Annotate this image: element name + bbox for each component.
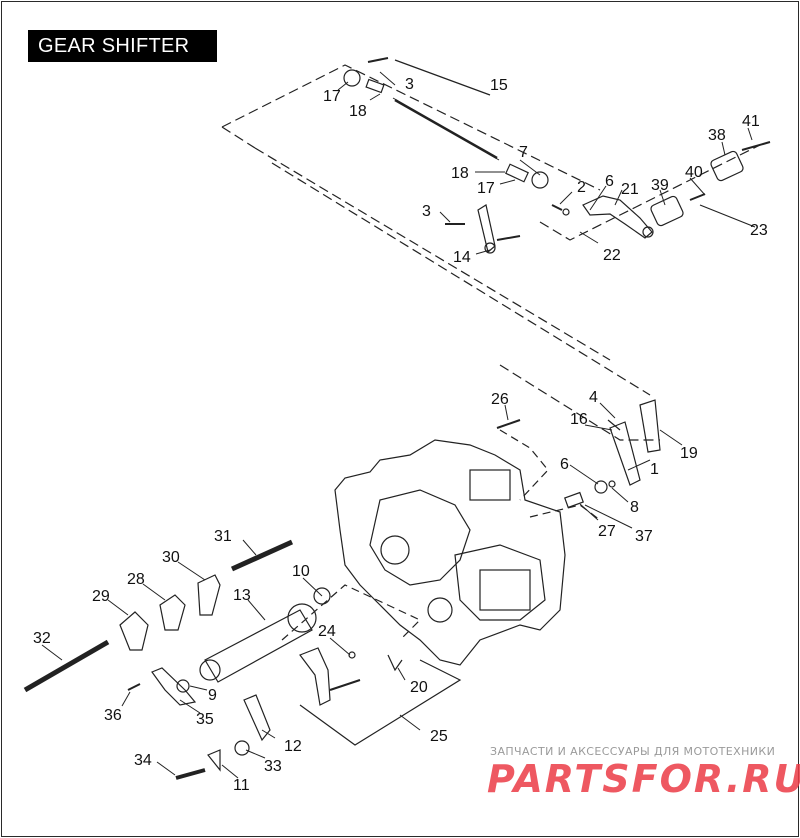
foot-peg-39 (650, 195, 684, 227)
callout-39: 39 (651, 177, 669, 194)
callout-35: 35 (196, 711, 214, 728)
callout-2: 2 (577, 179, 586, 196)
callout-22: 22 (603, 247, 621, 264)
diagram-title: GEAR SHIFTER (38, 35, 190, 57)
callout-27: 27 (598, 523, 616, 540)
callout-6a: 6 (605, 173, 614, 190)
callout-10: 10 (292, 563, 310, 580)
callout-26: 26 (491, 391, 509, 408)
callout-36: 36 (104, 707, 122, 724)
watermark-tagline: ЗАПЧАСТИ И АКСЕССУАРЫ ДЛЯ МОТОТЕХНИКИ (490, 745, 776, 758)
shift-drum-13 (204, 609, 313, 683)
callout-19: 19 (680, 445, 698, 462)
upper-assembly-outline (221, 64, 601, 191)
callout-12: 12 (284, 738, 302, 755)
shifter-lever-21 (582, 195, 653, 239)
callout-33: 33 (264, 758, 282, 775)
callout-28: 28 (127, 571, 145, 588)
callout-32: 32 (33, 630, 51, 647)
callout-13: 13 (233, 587, 251, 604)
callout-41: 41 (742, 113, 760, 130)
rod-end-lower (531, 171, 549, 189)
callout-17b: 17 (477, 180, 495, 197)
rod-19 (639, 399, 661, 453)
callout-7: 7 (519, 144, 528, 161)
callout-29: 29 (92, 588, 110, 605)
callout-labels: 3 15 17 18 7 18 17 2 6 21 41 38 40 39 23… (33, 76, 768, 794)
lever-16 (609, 421, 641, 486)
callout-20: 20 (410, 679, 428, 696)
callout-15: 15 (490, 77, 508, 94)
shift-fork-29 (119, 611, 149, 651)
callout-23: 23 (750, 222, 768, 239)
shift-fork-30 (197, 574, 221, 616)
shift-fork-28 (159, 594, 186, 631)
callout-40: 40 (685, 164, 703, 181)
transmission-housing (334, 439, 566, 666)
callout-6b: 6 (560, 456, 569, 473)
callout-21: 21 (621, 181, 639, 198)
callout-18b: 18 (451, 165, 469, 182)
lever-12 (243, 694, 271, 742)
callout-9: 9 (208, 687, 217, 704)
retainer-35 (151, 667, 197, 706)
callout-31: 31 (214, 528, 232, 545)
shift-pawl-25 (299, 647, 331, 706)
callout-3a: 3 (405, 76, 414, 93)
callout-11: 11 (233, 777, 250, 794)
callout-8: 8 (630, 499, 639, 516)
shift-rail-31 (230, 539, 294, 572)
callout-25: 25 (430, 728, 448, 745)
callout-18a: 18 (349, 103, 367, 120)
callout-3b: 3 (422, 203, 431, 220)
callout-14: 14 (453, 249, 471, 266)
callout-24: 24 (318, 623, 336, 640)
callout-30: 30 (162, 549, 180, 566)
callout-38: 38 (708, 127, 726, 144)
rod-end-upper (343, 69, 361, 87)
callout-17a: 17 (323, 88, 341, 105)
watermark-brand: PARTSFOR.RU (487, 757, 800, 801)
callout-37: 37 (635, 528, 653, 545)
title-banner: GEAR SHIFTER (28, 30, 217, 62)
callout-4: 4 (589, 389, 598, 406)
shift-rail-32 (23, 639, 110, 693)
callout-34: 34 (134, 752, 152, 769)
callout-16: 16 (570, 411, 588, 428)
foot-peg-38 (710, 150, 744, 182)
callout-1: 1 (650, 461, 659, 478)
